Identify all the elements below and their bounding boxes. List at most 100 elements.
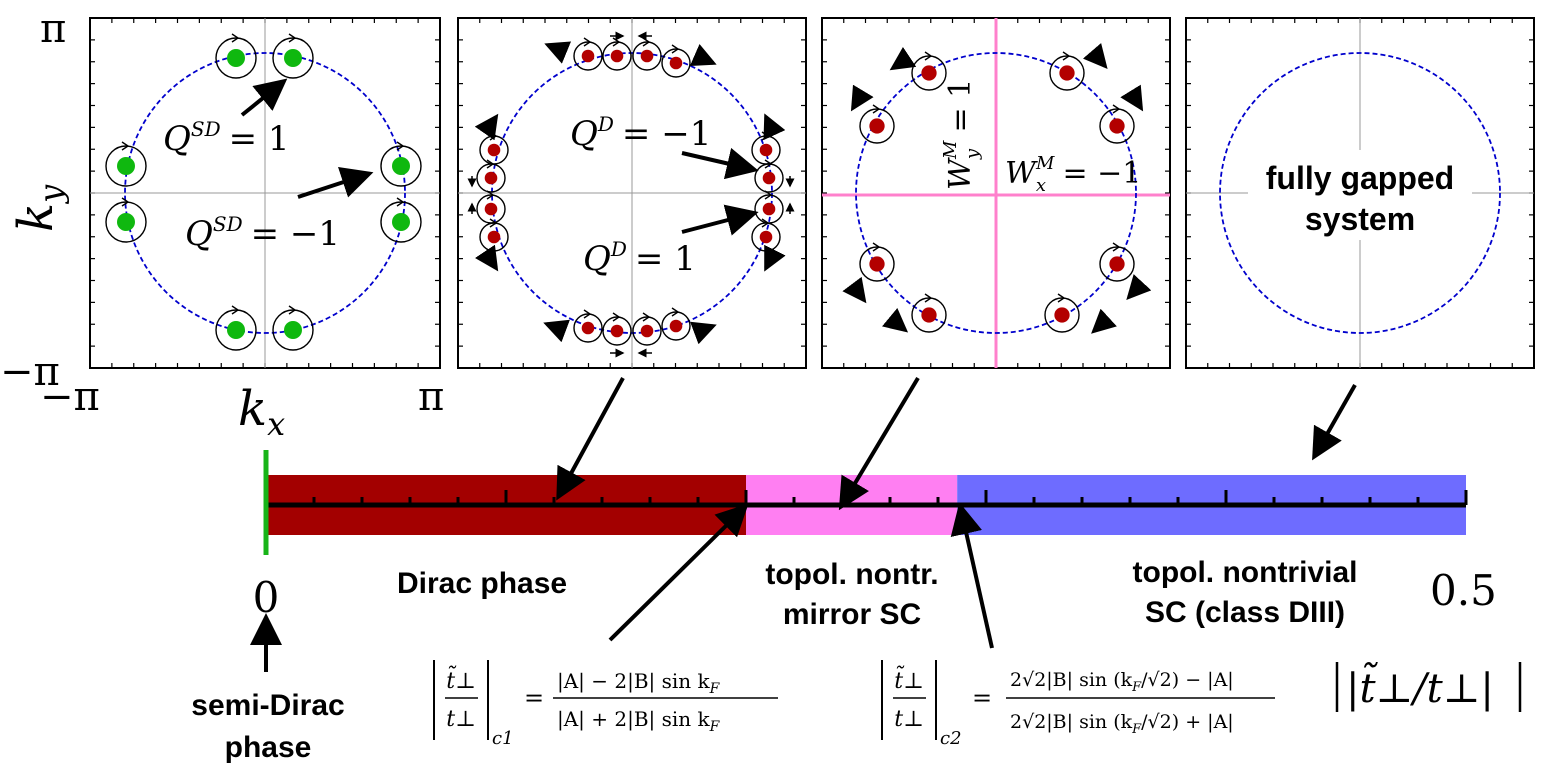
label-semi-line2: phase bbox=[225, 731, 312, 764]
node bbox=[859, 104, 895, 144]
node-ring bbox=[859, 246, 895, 282]
node-ring bbox=[215, 37, 257, 79]
p3-motion-arrow bbox=[881, 307, 909, 333]
bar-axis-quantity: |t̃⊥/t⊥| bbox=[1335, 662, 1522, 712]
y-axis-bottom-label: −π bbox=[0, 349, 60, 395]
node-dot bbox=[762, 202, 776, 216]
y-axis-top-label: π bbox=[40, 6, 66, 52]
node-ring-arrow bbox=[671, 307, 680, 317]
panel-1: QSD= 1 QSD= −1 bbox=[90, 18, 440, 368]
node bbox=[272, 305, 314, 351]
p2-arrow-lower bbox=[681, 204, 759, 236]
node bbox=[1049, 51, 1085, 91]
node-dot bbox=[921, 65, 937, 81]
node-dot bbox=[921, 307, 937, 323]
panel-4: fully gapped system bbox=[1186, 18, 1534, 368]
p1-arrow-lower bbox=[297, 167, 374, 199]
node-ring bbox=[1044, 297, 1080, 333]
pointer-arrow-panel4 bbox=[1312, 384, 1357, 461]
node bbox=[476, 159, 506, 193]
node bbox=[751, 218, 781, 252]
p4-label-line1: fully gapped bbox=[1266, 160, 1454, 196]
label-diii-line2: SC (class DIII) bbox=[1145, 596, 1345, 629]
node-dot bbox=[1109, 118, 1125, 134]
node-dot bbox=[610, 324, 624, 338]
node bbox=[479, 218, 509, 252]
c2-equals: = bbox=[972, 684, 992, 712]
panel-axis-labels: π −π −π π ky kx bbox=[0, 6, 444, 443]
node-dot bbox=[759, 143, 773, 157]
node-dot bbox=[487, 143, 501, 157]
abs-quantity-text: |t̃⊥/t⊥| bbox=[1346, 662, 1494, 712]
node-ring-arrow bbox=[288, 305, 297, 315]
node-ring-arrow bbox=[121, 197, 130, 207]
node-ring-arrow bbox=[121, 141, 130, 151]
p3-motion-arrow bbox=[1091, 308, 1117, 334]
node-dot bbox=[581, 321, 595, 335]
p2-motion-arrow bbox=[764, 244, 786, 272]
formula-c1: t̃⊥ t⊥ c1 = |A| − 2|B| sin kF |A| + 2|B|… bbox=[433, 660, 778, 749]
node-ring-arrow bbox=[764, 190, 773, 200]
node bbox=[911, 293, 947, 333]
p1-nodes bbox=[105, 33, 422, 351]
label-dirac-phase: Dirac phase bbox=[397, 567, 567, 600]
node bbox=[380, 141, 422, 187]
p2-motion-arrow bbox=[689, 43, 717, 66]
node-ring-arrow bbox=[872, 242, 881, 252]
panel-pointer-arrows bbox=[250, 376, 1357, 672]
node bbox=[1099, 104, 1135, 144]
node-dot bbox=[759, 230, 773, 244]
node-ring-arrow bbox=[583, 309, 592, 319]
node-ring bbox=[573, 313, 603, 343]
node-ring-arrow bbox=[231, 305, 240, 315]
node-dot bbox=[869, 256, 885, 272]
node-dot bbox=[581, 49, 595, 63]
node-ring-arrow bbox=[612, 312, 621, 322]
node bbox=[751, 131, 781, 165]
node-ring-arrow bbox=[1057, 293, 1066, 303]
node-dot bbox=[487, 230, 501, 244]
c2-lhs-num: t̃⊥ bbox=[894, 664, 924, 694]
p3-motion-arrow bbox=[889, 46, 917, 71]
node bbox=[911, 51, 947, 91]
p3-motion-arrow bbox=[1126, 274, 1152, 300]
node bbox=[215, 305, 257, 351]
node-ring bbox=[380, 201, 422, 243]
node-ring-arrow bbox=[396, 197, 405, 207]
node-ring-arrow bbox=[924, 293, 933, 303]
node-dot bbox=[484, 202, 498, 216]
label-semi-line1: semi-Dirac bbox=[191, 689, 344, 722]
node-ring-arrow bbox=[612, 37, 621, 47]
node bbox=[1044, 293, 1080, 333]
node bbox=[573, 309, 603, 343]
frame-tick-marks bbox=[90, 18, 1534, 368]
p4-label-line2: system bbox=[1305, 201, 1415, 237]
bar-tick-labels: 0 0.5 bbox=[253, 566, 1497, 622]
pointer-arrow-c1 bbox=[608, 503, 749, 642]
node bbox=[573, 37, 603, 71]
panel-2: QD= −1 QD= 1 bbox=[458, 18, 806, 368]
p3-motion-arrow bbox=[1082, 43, 1108, 70]
p3-motion-arrow bbox=[842, 276, 867, 304]
p2-arrow-upper bbox=[681, 147, 759, 180]
p3-wy-label: WyM= 1 bbox=[940, 79, 983, 190]
node-ring bbox=[632, 316, 662, 346]
p1-q-upper: QSD= 1 bbox=[163, 117, 290, 159]
node-ring-arrow bbox=[231, 33, 240, 43]
node-ring bbox=[911, 297, 947, 333]
node-ring bbox=[1049, 55, 1085, 91]
p2-q-upper: QD= −1 bbox=[570, 112, 711, 154]
node-ring-arrow bbox=[396, 141, 405, 151]
node bbox=[754, 159, 784, 193]
p2-motion-arrow bbox=[543, 319, 570, 343]
node-ring bbox=[272, 37, 314, 79]
node bbox=[105, 141, 147, 187]
node bbox=[602, 37, 632, 71]
node-dot bbox=[117, 157, 135, 175]
node-dot bbox=[1109, 256, 1125, 272]
node-ring bbox=[632, 41, 662, 71]
c1-sub: c1 bbox=[492, 728, 514, 749]
node bbox=[859, 242, 895, 282]
pointer-arrow-panel3 bbox=[838, 376, 920, 511]
